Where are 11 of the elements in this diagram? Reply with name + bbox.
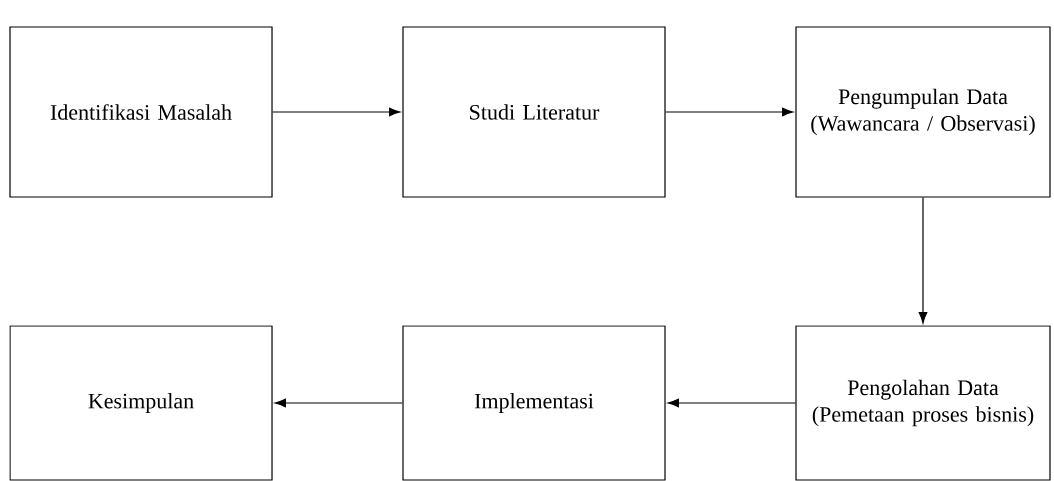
- arrow: [272, 107, 401, 117]
- arrow: [274, 398, 403, 408]
- process-box: Identifikasi Masalah: [9, 26, 273, 198]
- arrow: [667, 398, 796, 408]
- arrow: [918, 197, 928, 324]
- arrow: [665, 107, 794, 117]
- process-box: Pengolahan Data (Pemetaan proses bisnis): [795, 325, 1051, 481]
- process-box: Implementasi: [402, 325, 666, 481]
- process-box: Pengumpulan Data (Wawancara / Observasi): [795, 26, 1051, 198]
- process-box: Studi Literatur: [402, 26, 666, 198]
- process-box: Kesimpulan: [9, 325, 273, 481]
